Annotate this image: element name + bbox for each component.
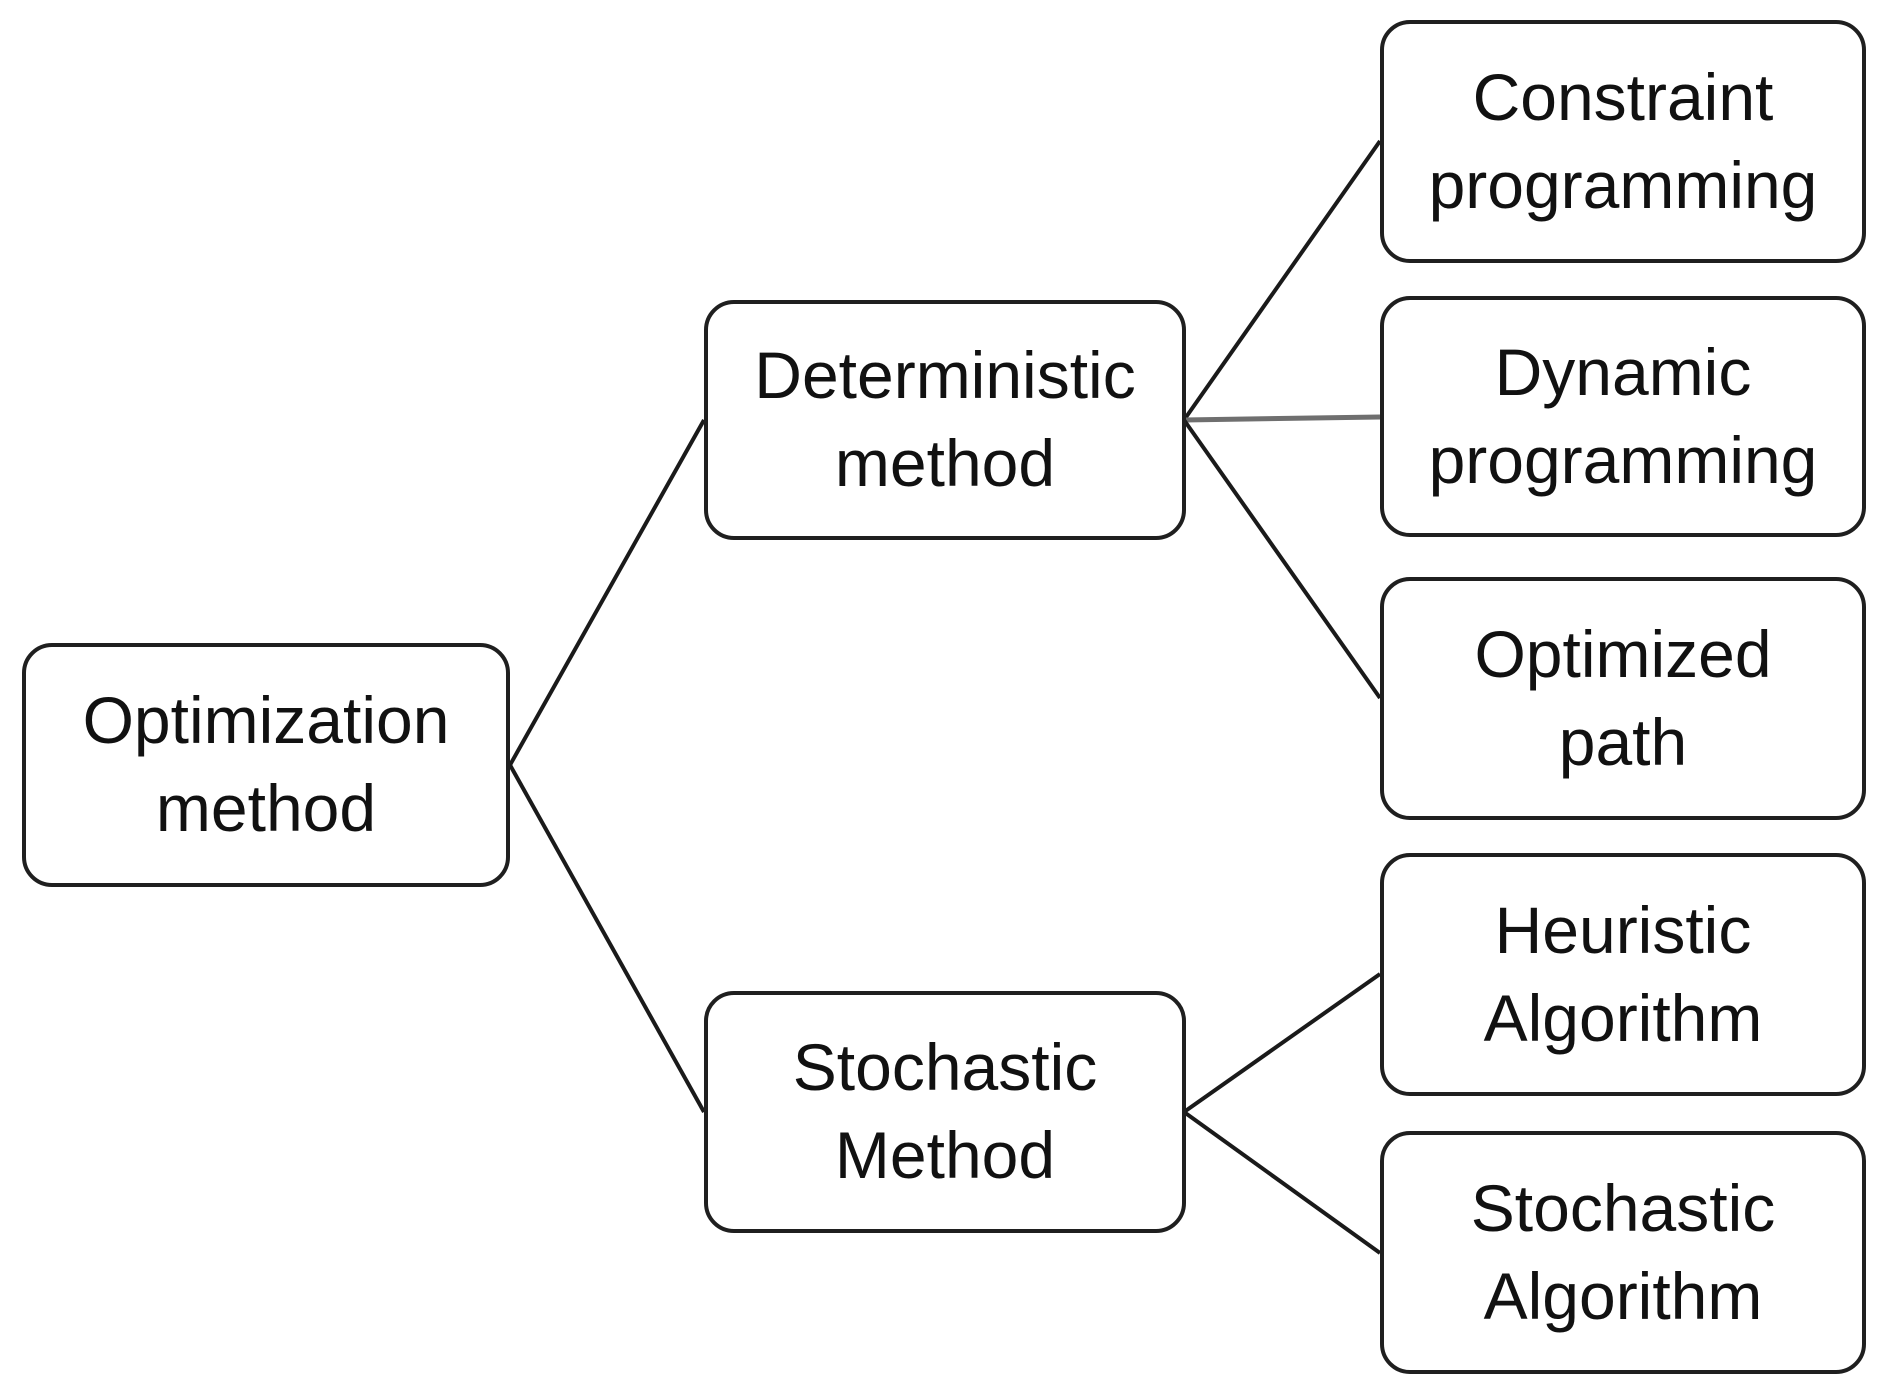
node-heuristic-algorithm-label: Heuristic Algorithm [1483, 892, 1763, 1055]
node-stochastic-algorithm-label: Stochastic Algorithm [1470, 1170, 1776, 1333]
edge-deterministic-optimized [1182, 418, 1382, 700]
edge-deterministic-constraint [1182, 139, 1382, 422]
node-dynamic-programming-label: Dynamic programming [1428, 334, 1818, 497]
node-optimization-method: Optimization method [22, 643, 510, 887]
node-constraint-programming-label: Constraint programming [1428, 59, 1818, 222]
node-optimization-method-label: Optimization method [82, 683, 450, 845]
node-constraint-programming: Constraint programming [1380, 20, 1866, 263]
edge-stochastic-heuristic [1182, 972, 1382, 1114]
edge-root-deterministic [508, 419, 706, 766]
node-heuristic-algorithm: Heuristic Algorithm [1380, 853, 1866, 1096]
edge-root-stochastic [508, 764, 706, 1113]
node-optimized-path: Optimized path [1380, 577, 1866, 820]
node-optimized-path-label: Optimized path [1474, 616, 1772, 779]
node-dynamic-programming: Dynamic programming [1380, 296, 1866, 537]
node-stochastic-method: Stochastic Method [704, 991, 1186, 1233]
node-stochastic-method-label: Stochastic Method [792, 1030, 1098, 1192]
edge-stochastic-stochastic-algorithm [1182, 1110, 1382, 1255]
edge-deterministic-dynamic [1183, 414, 1381, 423]
node-deterministic-method-label: Deterministic method [754, 338, 1136, 500]
node-deterministic-method: Deterministic method [704, 300, 1186, 540]
node-stochastic-algorithm: Stochastic Algorithm [1380, 1131, 1866, 1374]
